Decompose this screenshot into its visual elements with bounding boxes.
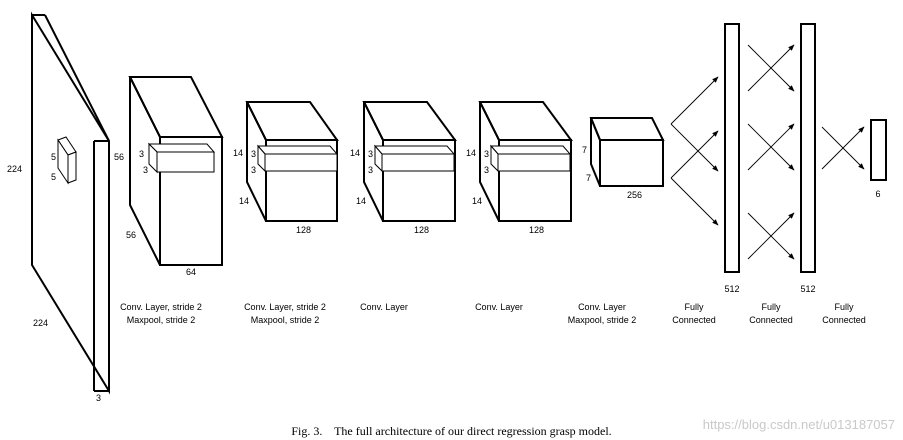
layer1-filters-label: 64 xyxy=(186,267,196,277)
input-kernel-w-label: 5 xyxy=(51,172,56,182)
input-depth-label: 3 xyxy=(96,393,101,403)
fc-arrows-1 xyxy=(670,76,719,226)
fc2-size-label: 512 xyxy=(800,284,815,294)
watermark-url: https://blog.csdn.net/u013187057 xyxy=(702,417,895,432)
layer2-k1-label: 3 xyxy=(251,149,256,159)
layer4-d2-label: 14 xyxy=(472,196,482,206)
conv-layer-3-block: 14 14 128 3 3 xyxy=(350,101,457,235)
layer2-label-line2: Maxpool, stride 2 xyxy=(251,315,320,325)
layer2-label-line1: Conv. Layer, stride 2 xyxy=(244,302,326,312)
input-block: 224 224 3 5 5 xyxy=(7,11,110,403)
layer4-k2-label: 3 xyxy=(484,165,489,175)
fc2-label-line2: Connected xyxy=(749,315,793,325)
layer4-d1-label: 14 xyxy=(466,148,476,158)
layer3-k2-label: 3 xyxy=(368,165,373,175)
layer2-filters-label: 128 xyxy=(296,225,311,235)
fc1-label-line1: Fully xyxy=(684,302,704,312)
conv-layer-4-block: 14 14 128 3 3 xyxy=(466,101,573,235)
layer2-d1-label: 14 xyxy=(233,148,243,158)
layer5-label-line1: Conv. Layer xyxy=(578,302,626,312)
layer4-k1-label: 3 xyxy=(484,149,489,159)
conv-layer-5-block: 7 7 256 xyxy=(582,117,665,200)
layer1-d2-label: 56 xyxy=(126,230,136,240)
output-size-label: 6 xyxy=(875,189,880,199)
input-kernel xyxy=(57,136,77,185)
layer5-d1-label: 7 xyxy=(582,145,587,155)
fc2-bar xyxy=(800,23,816,273)
layer1-label-line1: Conv. Layer, stride 2 xyxy=(120,302,202,312)
layer4-label-line1: Conv. Layer xyxy=(475,302,523,312)
layer5-label-line2: Maxpool, stride 2 xyxy=(568,315,637,325)
fc-arrows-2 xyxy=(747,44,795,260)
conv-layer-2-block: 14 14 128 3 3 xyxy=(233,101,339,235)
layer3-d2-label: 14 xyxy=(356,196,366,206)
fc-arrows-3 xyxy=(821,126,865,170)
layer1-d1-label: 56 xyxy=(114,152,124,162)
fc1-label-line2: Connected xyxy=(672,315,716,325)
conv-layer-1-block: 56 56 64 3 3 xyxy=(114,76,224,277)
layer1-label-line2: Maxpool, stride 2 xyxy=(127,315,196,325)
fc3-label-line1: Fully xyxy=(834,302,854,312)
fc1-size-label: 512 xyxy=(724,284,739,294)
layer1-k1-label: 3 xyxy=(139,149,144,159)
input-width-label: 224 xyxy=(33,318,48,328)
fc3-label-line2: Connected xyxy=(822,315,866,325)
layer2-k2-label: 3 xyxy=(251,165,256,175)
layer4-filters-label: 128 xyxy=(529,225,544,235)
layer5-filters-label: 256 xyxy=(627,190,642,200)
layer3-d1-label: 14 xyxy=(350,148,360,158)
layer1-k2-label: 3 xyxy=(143,165,148,175)
layer3-k1-label: 3 xyxy=(368,149,373,159)
layer2-d2-label: 14 xyxy=(239,196,249,206)
layer3-label-line1: Conv. Layer xyxy=(360,302,408,312)
input-height-label: 224 xyxy=(7,164,22,174)
layer5-d2-label: 7 xyxy=(586,173,591,183)
figure-caption: Fig. 3. The full architecture of our dir… xyxy=(291,424,612,438)
fc1-bar xyxy=(724,23,740,273)
layer3-filters-label: 128 xyxy=(414,225,429,235)
input-kernel-h-label: 5 xyxy=(51,152,56,162)
output-bar xyxy=(870,119,887,181)
fc2-label-line1: Fully xyxy=(761,302,781,312)
